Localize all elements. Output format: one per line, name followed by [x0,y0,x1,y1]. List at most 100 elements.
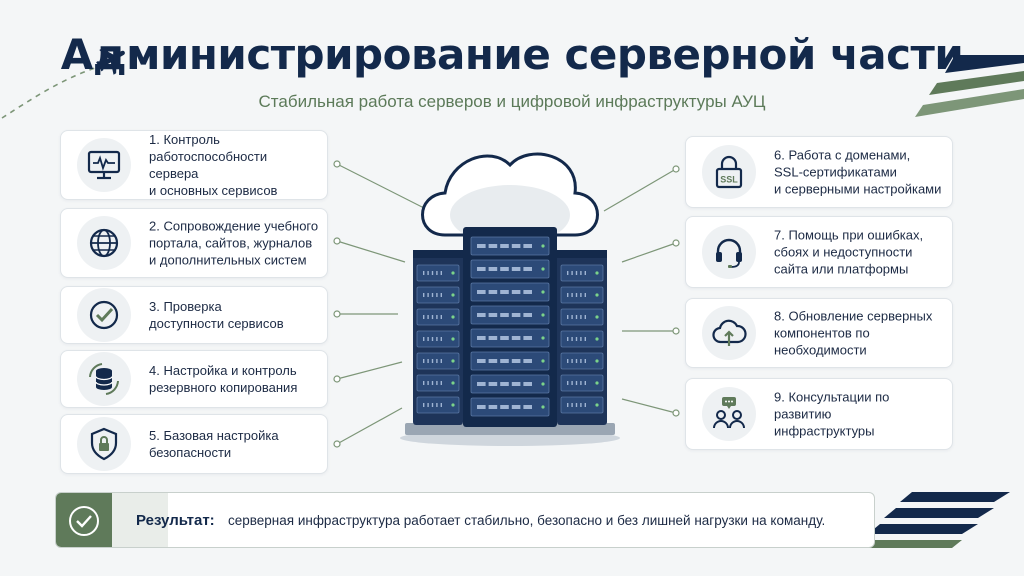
rack-vent [500,267,509,271]
service-card-text: 9. Консультации по развитию инфраструкту… [774,389,890,439]
rack-vent [511,336,521,340]
right-rack-unit [560,264,604,282]
rack-vent [511,313,521,317]
rack-vent [477,244,486,248]
status-led [541,267,545,271]
rack-vent [500,359,509,363]
rack-vent [511,405,521,409]
monitor-pulse-icon [77,138,131,192]
left-rack-unit [416,330,460,348]
center-rack-unit [470,397,550,417]
rack-vent [523,359,532,363]
status-led [541,336,545,340]
rack-vent [431,315,434,319]
right-rack-unit [560,396,604,414]
rack-vent [436,337,438,341]
status-led [541,405,545,409]
service-card-text: 5. Базовая настройка безопасности [149,428,279,460]
rack-vent [477,382,486,386]
rack-vent [575,293,578,297]
rack-vent [427,293,429,297]
service-card-7: 7. Помощь при ошибках, сбоях и недоступн… [685,216,953,288]
rack-vent [580,337,582,341]
rack-vent [580,359,582,363]
rack-vent [488,267,498,271]
rack-vent [500,290,509,294]
rack-vent [440,337,442,341]
right-rack-unit [560,308,604,326]
rack-vent [580,271,582,275]
rack-vent [431,293,434,297]
rack-vent [571,359,573,363]
center-rack-unit [470,374,550,394]
rack-vent [427,359,429,363]
rack-vent [584,271,586,275]
ssl-label: SSL [720,175,738,185]
service-card-2: 2. Сопровождение учебного портала, сайто… [60,208,328,278]
rack-vent [436,271,438,275]
center-rack-unit [470,351,550,371]
rack-vent [488,313,498,317]
left-rack-unit [416,352,460,370]
decorative-stripes-top [915,55,1024,117]
rack-vent [523,382,532,386]
status-led [541,382,545,386]
rack-vent [436,403,438,407]
rack-vent [427,271,429,275]
rack-vent [440,381,442,385]
center-rack-unit [470,305,550,325]
status-led [541,290,545,294]
rack-vent [523,405,532,409]
rack-vent [571,403,573,407]
left-rack-unit [416,308,460,326]
service-card-8: 8. Обновление серверных компонентов по н… [685,298,953,368]
rack-vent [584,315,586,319]
status-led [595,403,599,407]
rack-vent [436,293,438,297]
service-card-5: 5. Базовая настройка безопасности [60,414,328,474]
rack-vent [567,403,569,407]
rack-vent [423,403,425,407]
database-backup-icon [77,352,131,406]
people-chat-icon [702,387,756,441]
rack-vent [477,336,486,340]
dashed-flight-path [1,67,96,119]
rack-vent [427,403,429,407]
status-led [451,359,455,363]
left-rack-unit [416,396,460,414]
rack-vent [571,381,573,385]
status-led [451,403,455,407]
shield-lock-icon [77,417,131,471]
rack-vent [511,359,521,363]
status-led [595,381,599,385]
rack-vent [477,290,486,294]
rack-vent [431,403,434,407]
rack-vent [488,336,498,340]
service-card-text: 6. Работа с доменами, SSL-сертификатами … [774,147,942,197]
rack-vent [571,337,573,341]
rack-vent [511,244,521,248]
rack-vent [436,315,438,319]
service-card-text: 7. Помощь при ошибках, сбоях и недоступн… [774,227,924,277]
right-rack-unit [560,330,604,348]
rack-vent [440,271,442,275]
service-card-text: 8. Обновление серверных компонентов по н… [774,308,933,358]
service-card-text: 1. Контроль работоспособности сервера и … [149,132,278,198]
rack-vent [427,337,429,341]
rack-vent [500,244,509,248]
cloud-upload-icon [702,306,756,360]
page-title: Администрирование серверной части [60,30,964,79]
rack-vent [575,359,578,363]
rack-vent [575,403,578,407]
rack-vent [477,405,486,409]
rack-vent [431,359,434,363]
service-card-6: SSL 6. Работа с доменами, SSL-сертификат… [685,136,953,208]
rack-vent [477,313,486,317]
rack-vent [523,244,532,248]
decorative-stripes-bottom [860,492,1010,548]
rack-vent [511,290,521,294]
rack-vent [511,382,521,386]
status-led [451,271,455,275]
service-card-9: 9. Консультации по развитию инфраструкту… [685,378,953,450]
